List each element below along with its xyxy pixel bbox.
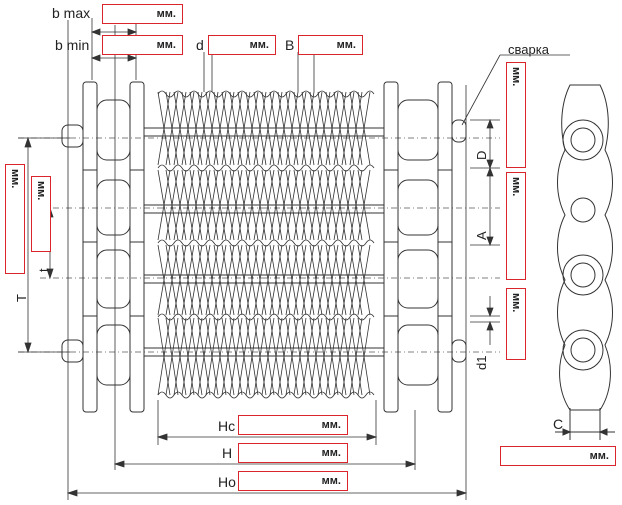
label-svarka: сварка [508, 42, 549, 57]
b-max-field[interactable]: мм. [102, 4, 183, 24]
b-pitch-unit: мм. [336, 39, 356, 51]
right-chain-plates [383, 81, 467, 413]
hc-unit: мм. [321, 419, 341, 431]
T-unit: мм. [9, 169, 21, 189]
label-d1: d1 [474, 355, 489, 370]
label-T: T [14, 294, 29, 302]
d-field[interactable]: мм. [208, 35, 276, 55]
d-unit: мм. [249, 39, 269, 51]
A-field[interactable]: мм. [506, 172, 526, 280]
b-min-field[interactable]: мм. [102, 35, 183, 55]
label-Ho: Ho [218, 474, 236, 490]
wire-mesh [157, 90, 375, 399]
c-unit: мм. [589, 450, 609, 462]
dimension-lines [18, 18, 570, 500]
label-A: A [474, 231, 489, 240]
T-field[interactable]: мм. [5, 164, 25, 274]
left-chain-plates [61, 81, 145, 413]
label-b-pitch: B [285, 37, 295, 53]
b-max-unit: мм. [156, 8, 176, 20]
D-unit: мм. [510, 67, 522, 87]
b-min-unit: мм. [156, 39, 176, 51]
A-unit: мм. [510, 177, 522, 197]
h-field[interactable]: мм. [238, 443, 348, 463]
cross-rods [143, 127, 385, 357]
label-b-min: b min [55, 37, 90, 53]
d1-unit: мм. [510, 293, 522, 313]
b-pitch-field[interactable]: мм. [298, 35, 363, 55]
label-C: C [553, 416, 564, 432]
label-t: t [36, 268, 51, 272]
label-Hc: Hc [218, 418, 236, 434]
label-H: H [222, 445, 233, 461]
t-field[interactable]: мм. [31, 176, 51, 252]
t-unit: мм. [35, 181, 47, 201]
D-field[interactable]: мм. [506, 62, 526, 168]
label-D: D [474, 150, 489, 160]
label-b-max: b max [52, 5, 91, 21]
label-d: d [196, 37, 204, 53]
center-lines [18, 137, 500, 353]
ho-field[interactable]: мм. [238, 471, 348, 491]
ho-unit: мм. [321, 475, 341, 487]
h-unit: мм. [321, 447, 341, 459]
hc-field[interactable]: мм. [238, 415, 348, 435]
c-field[interactable]: мм. [500, 446, 616, 466]
side-view-chain [555, 84, 615, 440]
d1-field[interactable]: мм. [506, 288, 526, 360]
